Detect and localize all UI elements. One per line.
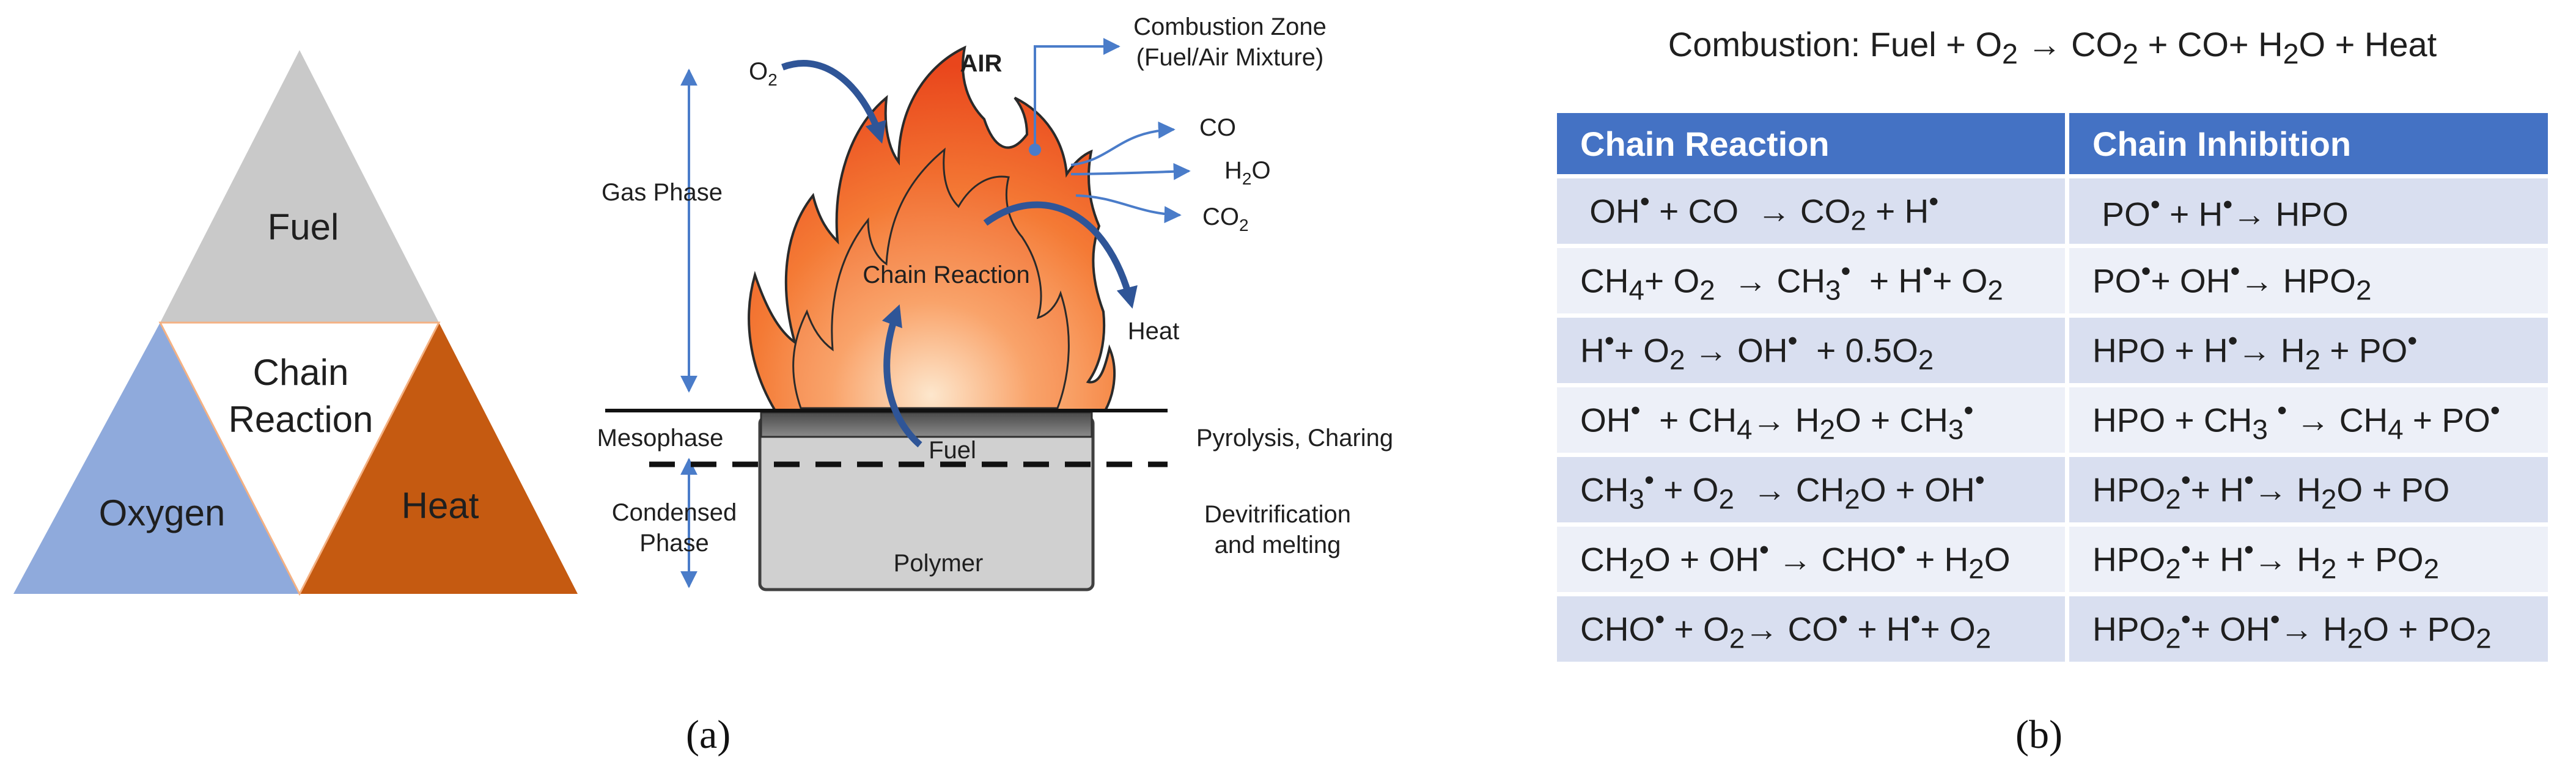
combustion-zone-label-line1: Combustion Zone [1133,13,1327,40]
inhibition-cell: HPO2•+ H•→ H2 + PO2 [2069,527,2548,592]
inhibition-cell: HPO + CH3 • → CH4 + PO• [2069,387,2548,453]
table-row: CH2O + OH• → CHO• + H2O HPO2•+ H•→ H2 + … [1557,527,2548,592]
h2o-label: H2O [1224,157,1271,188]
mesophase-pad [760,411,1093,438]
caption-b: (b) [2015,712,2063,757]
fire-diagram: AIR O2 Combustion Zone (Fuel/Air Mixture… [597,13,1393,591]
fuel-label: Fuel [268,207,339,247]
table-row: OH• + CH4→ H2O + CH3• HPO + CH3 • → CH4 … [1557,387,2548,453]
table-row: H•+ O2 → OH• + 0.5O2 HPO + H•→ H2 + PO• [1557,318,2548,383]
reaction-cell: OH• + CO → CO2 + H• [1557,178,2065,244]
condensed-phase-label-line2: Phase [639,530,708,557]
co2-label: CO2 [1202,203,1249,235]
table-row: CHO• + O2→ CO• + H•+ O2 HPO2•+ OH•→ H2O … [1557,596,2548,662]
chain-label-line2: Reaction [229,399,374,440]
condensed-phase-label-line1: Condensed [612,499,737,526]
caption-a: (a) [686,712,731,757]
heat-outflow-arrow [983,201,1138,309]
inhibition-cell: HPO2•+ H•→ H2O + PO [2069,457,2548,522]
inhibition-cell: HPO2•+ OH•→ H2O + PO2 [2069,596,2548,662]
table-row: CH4+ O2 → CH3• + H•+ O2 PO•+ OH•→ HPO2 [1557,248,2548,313]
reaction-cell: OH• + CH4→ H2O + CH3• [1557,387,2065,453]
chain-reaction-triangle [158,321,441,596]
reaction-cell: CH2O + OH• → CHO• + H2O [1557,527,2065,592]
chain-label-line1: Chain [253,352,349,393]
combustion-zone-label-line2: (Fuel/Air Mixture) [1136,44,1324,71]
heat-label-diagram: Heat [1128,318,1180,345]
devitrification-label-line2: and melting [1215,532,1341,558]
co2-arrow [1075,194,1182,224]
combustion-equation: Combustion: Fuel + O2 → CO2 + CO+ H2O + … [1668,25,2437,70]
inhibition-cell: HPO + H•→ H2 + PO• [2069,318,2548,383]
fuel-triangle [160,50,439,323]
polymer-label: Polymer [894,550,984,577]
reaction-cell: CH4+ O2 → CH3• + H•+ O2 [1557,248,2065,313]
fire-triangle: Fuel Chain Reaction Oxygen Heat [13,50,578,596]
co-arrow [1070,121,1176,166]
mesophase-label: Mesophase [597,425,724,452]
heat-label: Heat [402,485,479,526]
gas-phase-label: Gas Phase [602,179,723,206]
inhibition-cell: PO•+ OH•→ HPO2 [2069,248,2548,313]
chain-inhibition-header: Chain Inhibition [2069,113,2548,174]
heat-triangle [300,323,578,594]
combustion-zone-dot [1029,144,1041,156]
reaction-cell: H•+ O2 → OH• + 0.5O2 [1557,318,2065,383]
reaction-cell: CH3• + O2 → CH2O + OH• [1557,457,2065,522]
o2-label: O2 [749,58,778,89]
devitrification-label-line1: Devitrification [1204,501,1351,528]
table-row: CH3• + O2 → CH2O + OH• HPO2•+ H•→ H2O + … [1557,457,2548,522]
table-row: OH• + CO → CO2 + H• PO• + H•→ HPO [1557,178,2548,244]
pyrolysis-label: Pyrolysis, Charing [1196,425,1393,452]
chain-reaction-header: Chain Reaction [1557,113,2065,174]
fuel-upflow-arrow [881,304,922,448]
fuel-flow-label: Fuel [929,437,976,464]
reaction-cell: CHO• + O2→ CO• + H•+ O2 [1557,596,2065,662]
chain-reaction-label: Chain Reaction [863,261,1030,288]
combustion-zone-connector [1034,38,1121,150]
h2o-arrow [1070,163,1191,180]
air-label: AIR [960,50,1003,77]
o2-inflow-arrow [781,60,886,144]
oxygen-label: Oxygen [99,492,226,533]
reaction-table: Chain Reaction Chain Inhibition OH• + CO… [1553,109,2552,666]
table-header-row: Chain Reaction Chain Inhibition [1557,113,2548,174]
inhibition-cell: PO• + H•→ HPO [2069,178,2548,244]
co-label: CO [1199,114,1236,141]
oxygen-triangle [13,323,300,594]
